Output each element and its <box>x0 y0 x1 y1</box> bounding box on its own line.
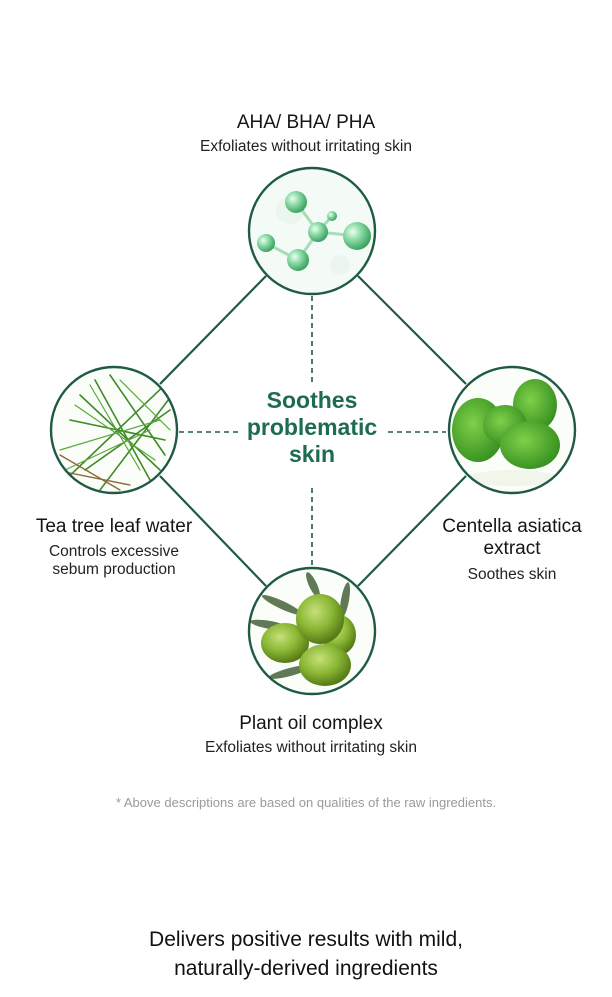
tagline: Delivers positive results with mild, nat… <box>0 925 612 983</box>
disclaimer-note: * Above descriptions are based on qualit… <box>115 795 497 810</box>
ingredient-title: Centella asiatica <box>442 516 582 537</box>
hub-line: problematic <box>246 414 378 440</box>
ingredient-title: extract <box>483 538 541 559</box>
centella-leaf-icon <box>447 365 577 495</box>
dashed-lines <box>179 296 446 566</box>
tagline-line: Delivers positive results with mild, <box>149 928 463 951</box>
olive-icon <box>247 566 377 696</box>
tea-tree-icon <box>49 365 179 495</box>
tagline-line: naturally-derived ingredients <box>174 957 438 980</box>
ingredient-title: Tea tree leaf water <box>35 516 193 537</box>
connector-lines <box>159 275 467 587</box>
ingredient-desc: sebum production <box>52 561 176 578</box>
ingredient-desc: Exfoliates without irritating skin <box>205 739 417 756</box>
ingredient-centella: Centella asiatica extract Soothes skin <box>412 516 612 584</box>
ingredient-title: AHA/ BHA/ PHA <box>236 112 376 133</box>
hub-claim: Soothes problematic skin <box>232 387 392 468</box>
molecule-icon <box>247 166 377 296</box>
ingredient-tea-tree: Tea tree leaf water Controls excessive s… <box>14 516 214 579</box>
ingredient-desc: Soothes skin <box>467 566 557 583</box>
ingredient-desc: Exfoliates without irritating skin <box>200 138 412 155</box>
ingredient-plant-oil: Plant oil complex Exfoliates without irr… <box>0 713 612 757</box>
ingredient-title: Plant oil complex <box>239 713 383 734</box>
hub-line: Soothes <box>266 387 358 413</box>
ingredient-aha-bha-pha: AHA/ BHA/ PHA Exfoliates without irritat… <box>0 112 612 156</box>
hub-line: skin <box>288 441 336 467</box>
ingredient-desc: Controls excessive <box>48 543 180 560</box>
